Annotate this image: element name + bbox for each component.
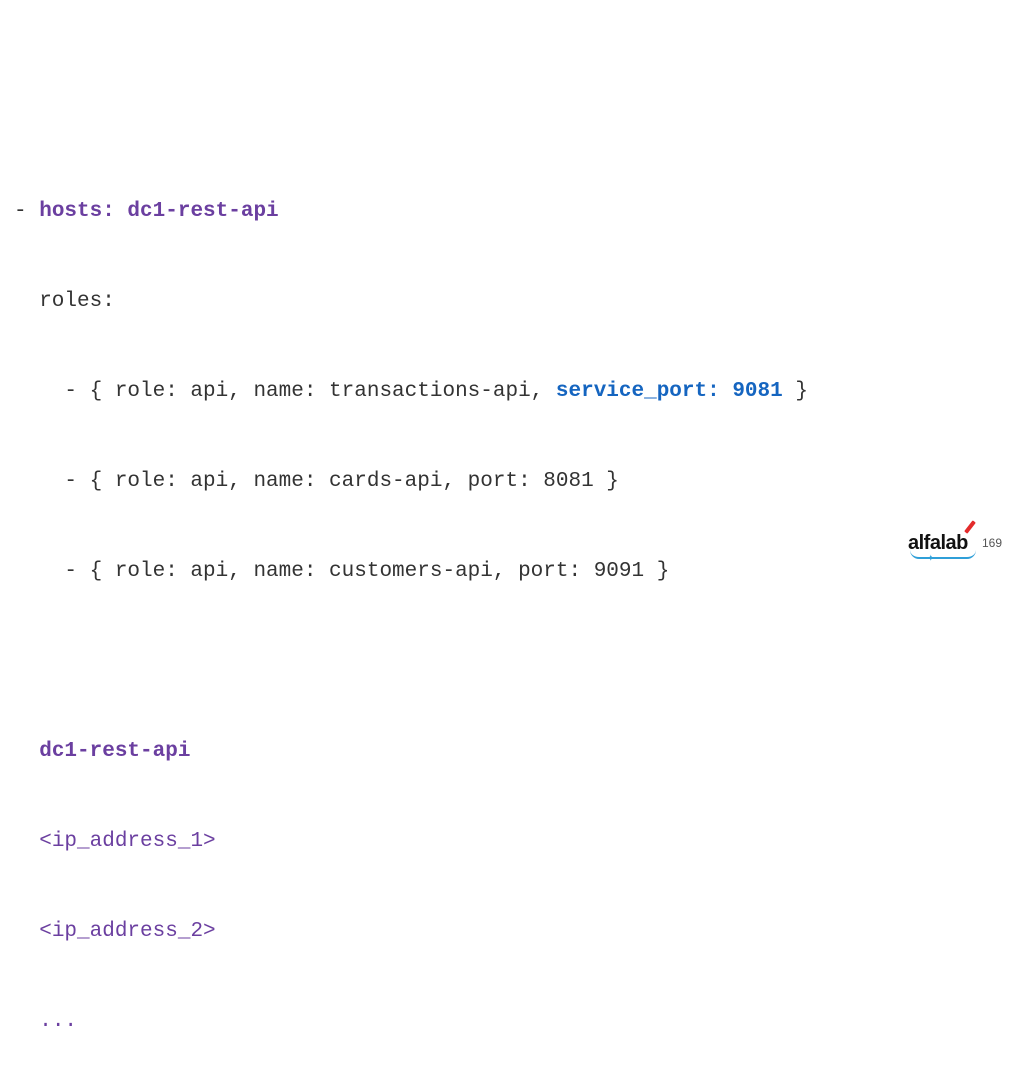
code-line-cards-api: - { role: api, name: cards-api, port: 80…: [14, 470, 619, 493]
ellipsis: ...: [39, 1010, 78, 1033]
list-dash: -: [14, 200, 40, 223]
code-line-hosts: - hosts: dc1-rest-api: [14, 197, 808, 227]
group-name: dc1-rest-api: [39, 740, 191, 763]
ip-address-2: <ip_address_2>: [39, 920, 216, 943]
page-number: 169: [982, 536, 1003, 550]
ip-address-1: <ip_address_1>: [39, 830, 216, 853]
footer-brand: alfalab ✦ 169: [908, 520, 1003, 564]
logo-spark-mark: ✦: [927, 554, 935, 564]
code-line-group: dc1-rest-api: [14, 737, 808, 767]
code-line-customers-api: - { role: api, name: customers-api, port…: [14, 560, 670, 583]
code-line-transactions-api: - { role: api, name: transactions-api, s…: [14, 377, 808, 407]
code-line-ip2: <ip_address_2>: [14, 917, 808, 947]
service-port-highlight: service_port: 9081: [555, 380, 783, 403]
logo-text: alfalab: [908, 532, 968, 554]
role-close: }: [782, 380, 808, 403]
role-text: - { role: api, name: transactions-api,: [14, 380, 556, 403]
code-line-blank: [14, 647, 808, 677]
code-block: - hosts: dc1-rest-api roles: - { role: a…: [14, 137, 808, 1067]
hosts-key: hosts: dc1-rest-api: [39, 200, 279, 223]
alfalab-logo-icon: alfalab ✦: [908, 520, 982, 564]
code-line-ip1: <ip_address_1>: [14, 827, 808, 857]
code-line-roles: roles:: [14, 290, 115, 313]
logo-smile-mark: [910, 550, 976, 559]
code-line-ellipsis: ...: [14, 1007, 808, 1037]
